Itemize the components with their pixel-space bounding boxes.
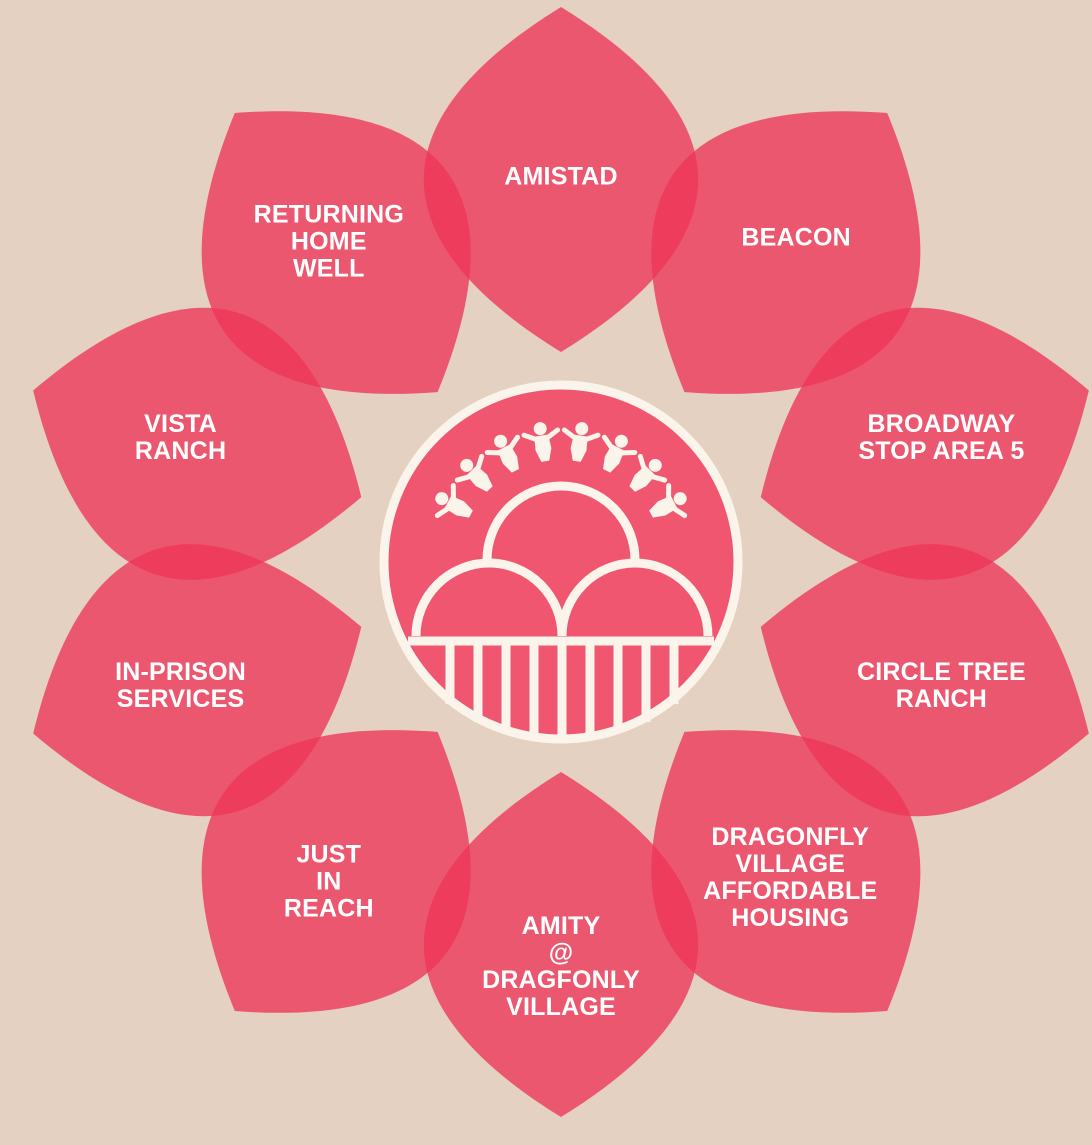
petal-label-line: VILLAGE [506,993,616,1021]
people-circle-icon [434,422,688,519]
petal-label-line: VISTA [144,410,217,439]
petal-label-line: REACH [283,894,374,923]
petal-label-line: JUST [296,840,362,869]
person-figure-icon [521,422,561,462]
petals-layer [33,7,1089,1117]
petal-3 [760,544,1089,817]
center-emblem-icon [379,380,743,744]
petal-label-line: HOUSING [731,903,850,932]
petal-label-line: DRAGFONLY [482,966,640,994]
petal-label-line: BROADWAY [867,410,1016,439]
petal-label-line: RETURNING [253,200,405,229]
person-figure-icon [649,482,688,519]
petal-label-line: IN [316,867,342,896]
petal-7 [33,544,362,817]
petal-9 [201,111,471,394]
petal-label-line: SERVICES [116,684,245,713]
fence-icon [408,636,714,740]
petal-1 [651,111,921,394]
petal-label-line: RANCH [134,437,227,466]
petal-label-line: IN-PRISON [115,657,247,686]
petal-4 [651,730,921,1013]
petal-label-line: CIRCLE TREE [856,657,1026,686]
petal-label-line: BEACON [741,223,851,252]
petal-5 [423,772,699,1117]
person-figure-icon [601,434,638,473]
petal-6 [201,730,471,1013]
person-figure-icon [629,453,668,492]
person-figure-icon [454,453,493,492]
petal-label-line: AMISTAD [504,162,618,191]
petal-label-line: AMITY [521,912,601,940]
person-figure-icon [484,434,521,473]
domes-icon [411,481,713,637]
petal-8 [33,307,362,580]
petal-label-line: STOP AREA 5 [858,437,1025,466]
petal-label-0: AMISTAD [504,162,618,191]
petal-label-line: AFFORDABLE [703,876,878,905]
petal-label-line: @ [548,939,574,967]
petal-2 [760,307,1089,580]
petal-label-line: WELL [292,254,365,283]
person-figure-icon [561,422,601,462]
petal-label-line: HOME [290,227,367,256]
petal-label-1: BEACON [741,223,851,252]
petal-label-line: RANCH [895,684,988,713]
petal-label-line: DRAGONFLY [711,822,870,851]
petal-0 [423,7,699,352]
petal-label-line: VILLAGE [735,849,846,878]
person-figure-icon [434,482,473,519]
